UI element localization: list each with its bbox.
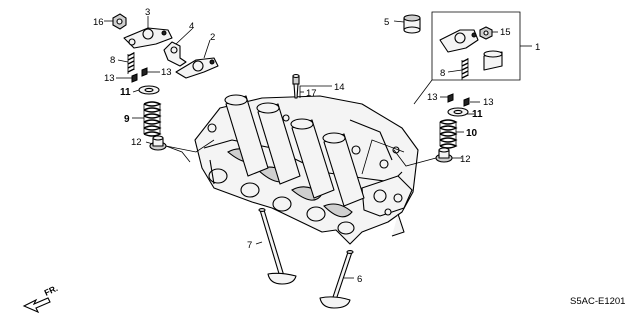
label-13-right-a: 13 (427, 92, 438, 103)
label-4: 4 (189, 21, 194, 32)
label-12-right: 12 (460, 154, 471, 165)
label-2: 2 (210, 32, 215, 43)
cylinder-head (194, 94, 419, 245)
label-15: 15 (500, 27, 511, 38)
label-9: 9 (124, 114, 130, 125)
valve-adjuster-17 (292, 73, 300, 99)
part-labels: 16 3 4 2 8 13 13 11 9 12 5 1 15 8 13 13 … (93, 7, 540, 285)
label-13-right-b: 13 (483, 97, 494, 108)
label-7: 7 (247, 240, 252, 251)
valve-spring-10 (439, 119, 458, 149)
label-6: 6 (357, 274, 362, 285)
valve-spring-9 (143, 101, 162, 137)
label-1: 1 (535, 42, 540, 53)
front-label: FR. (43, 283, 60, 298)
retainer-11-left (138, 85, 160, 95)
collets-13-left (131, 67, 148, 83)
exhaust-valve-6 (319, 249, 354, 309)
label-8-left: 8 (110, 55, 115, 66)
label-10: 10 (466, 128, 478, 139)
intake-valve-7 (258, 207, 297, 285)
front-direction-indicator: FR. (22, 283, 60, 314)
label-8-right: 8 (440, 68, 445, 79)
rocker-arm-3 (123, 27, 173, 49)
lifter-cup-5 (403, 14, 421, 34)
bracket-4 (163, 41, 187, 67)
seal-12-left (149, 135, 167, 151)
diagram-code: S5AC-E1201 (570, 296, 625, 307)
label-5: 5 (384, 17, 389, 28)
seal-12-right (435, 147, 453, 163)
spring-8-left (127, 52, 135, 74)
nut-16 (112, 13, 127, 30)
label-3: 3 (145, 7, 150, 18)
label-11-right: 11 (472, 109, 483, 120)
label-14: 14 (334, 82, 345, 93)
rocker-arm-2 (175, 57, 219, 79)
label-12-left: 12 (131, 137, 142, 148)
label-11-left: 11 (120, 87, 131, 98)
label-16: 16 (93, 17, 104, 28)
label-13-left-b: 13 (161, 67, 172, 78)
leader-lines (104, 16, 532, 279)
retainer-11-right (447, 107, 469, 117)
label-17: 17 (306, 88, 317, 99)
label-13-left-a: 13 (104, 73, 115, 84)
right-assembly-box (431, 11, 521, 81)
front-arrow-icon (22, 297, 51, 314)
collets-13-right (447, 93, 470, 107)
